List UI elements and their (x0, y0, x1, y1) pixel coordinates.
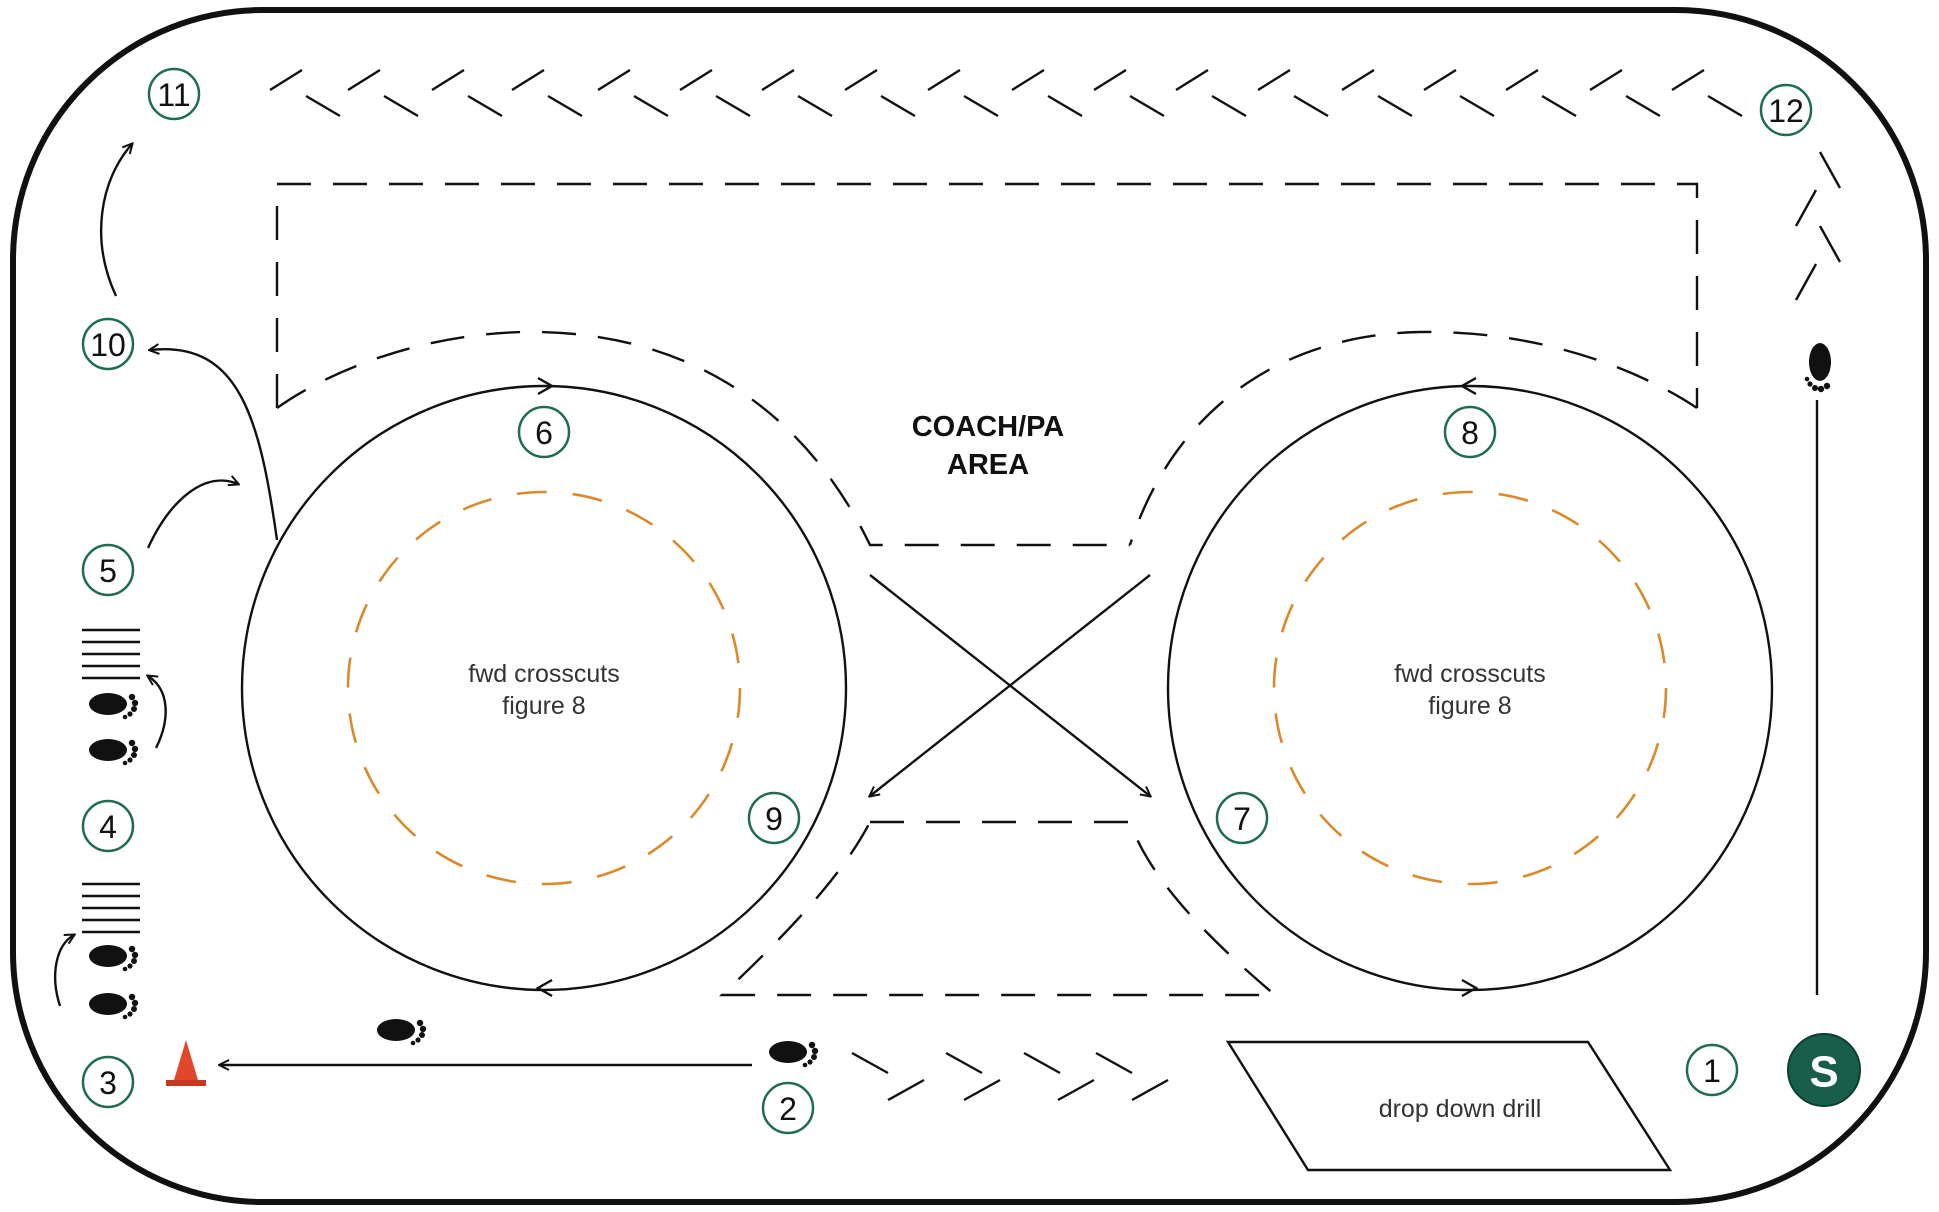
station-marker-6: 6 (517, 405, 571, 459)
bottom-zigzag-marks (851, 1051, 1169, 1102)
footprint-icon (89, 993, 139, 1020)
svg-text:11: 11 (157, 77, 190, 113)
footprint-icon (377, 1019, 427, 1046)
footprint-icon (89, 739, 139, 766)
svg-text:7: 7 (1233, 801, 1251, 837)
arrow-ladder-lower (54, 935, 74, 1007)
right-circle-label-line2: figure 8 (1428, 692, 1511, 720)
left-circle-label-line2: figure 8 (502, 692, 585, 720)
left-circle (240, 384, 848, 992)
station-marker-8: 8 (1443, 405, 1497, 459)
svg-text:4: 4 (99, 809, 117, 845)
drop-down-drill-label: drop down drill (1379, 1095, 1542, 1123)
svg-text:10: 10 (90, 327, 126, 363)
station-marker-7: 7 (1215, 791, 1269, 845)
station-marker-12: 12 (1759, 83, 1813, 137)
svg-text:8: 8 (1461, 415, 1479, 451)
left-inner-dashed-circle (346, 490, 742, 886)
station-marker-2: 2 (761, 1081, 815, 1135)
cone-icon (166, 1040, 206, 1086)
footprint-icon (89, 693, 139, 720)
svg-text:1: 1 (1703, 1053, 1721, 1089)
footprint-icon (89, 945, 139, 972)
ladder-icon (82, 628, 140, 680)
start-marker-icon: S (1787, 1033, 1861, 1107)
svg-text:2: 2 (779, 1091, 797, 1127)
right-circle-label-line1: fwd crosscuts (1394, 660, 1545, 688)
start-marker-label: S (1809, 1048, 1838, 1097)
coach-area-label-line1: COACH/PA (912, 411, 1065, 443)
arrow-ladder-upper (148, 676, 167, 749)
coach-area-label-line2: AREA (947, 449, 1029, 481)
svg-text:12: 12 (1768, 93, 1804, 129)
footprint-icon (1804, 343, 1831, 393)
cross-arrow-down-left (870, 574, 1151, 796)
lower-dashed-zone (718, 820, 1279, 997)
arrow-circle-to-10 (150, 349, 279, 541)
svg-text:5: 5 (99, 553, 117, 589)
right-zigzag-marks (1794, 151, 1842, 301)
station-marker-9: 9 (747, 791, 801, 845)
left-circle-label-line1: fwd crosscuts (468, 660, 619, 688)
circle-direction-arrows (535, 376, 1479, 998)
svg-text:3: 3 (99, 1065, 117, 1101)
coach-area-right-curve (1128, 330, 1698, 546)
svg-text:9: 9 (765, 801, 783, 837)
coach-area-boundary (275, 182, 1699, 408)
arrow-5-curve (146, 481, 238, 549)
station-marker-3: 3 (81, 1055, 135, 1109)
right-circle (1166, 384, 1774, 992)
station-marker-5: 5 (81, 543, 135, 597)
svg-text:6: 6 (535, 415, 553, 451)
top-zigzag-marks (269, 68, 1743, 118)
drop-down-drill-zone (1225, 1040, 1673, 1172)
right-inner-dashed-circle (1272, 490, 1668, 886)
rink-boundary (10, 7, 1929, 1205)
footprint-icon (769, 1041, 819, 1068)
arrow-10-to-11 (100, 144, 132, 297)
coach-area-left-curve (276, 330, 1130, 547)
station-marker-10: 10 (81, 317, 135, 371)
station-marker-4: 4 (81, 799, 135, 853)
station-marker-1: 1 (1685, 1043, 1739, 1097)
station-marker-11: 11 (147, 67, 201, 121)
ladder-icon (82, 882, 140, 934)
